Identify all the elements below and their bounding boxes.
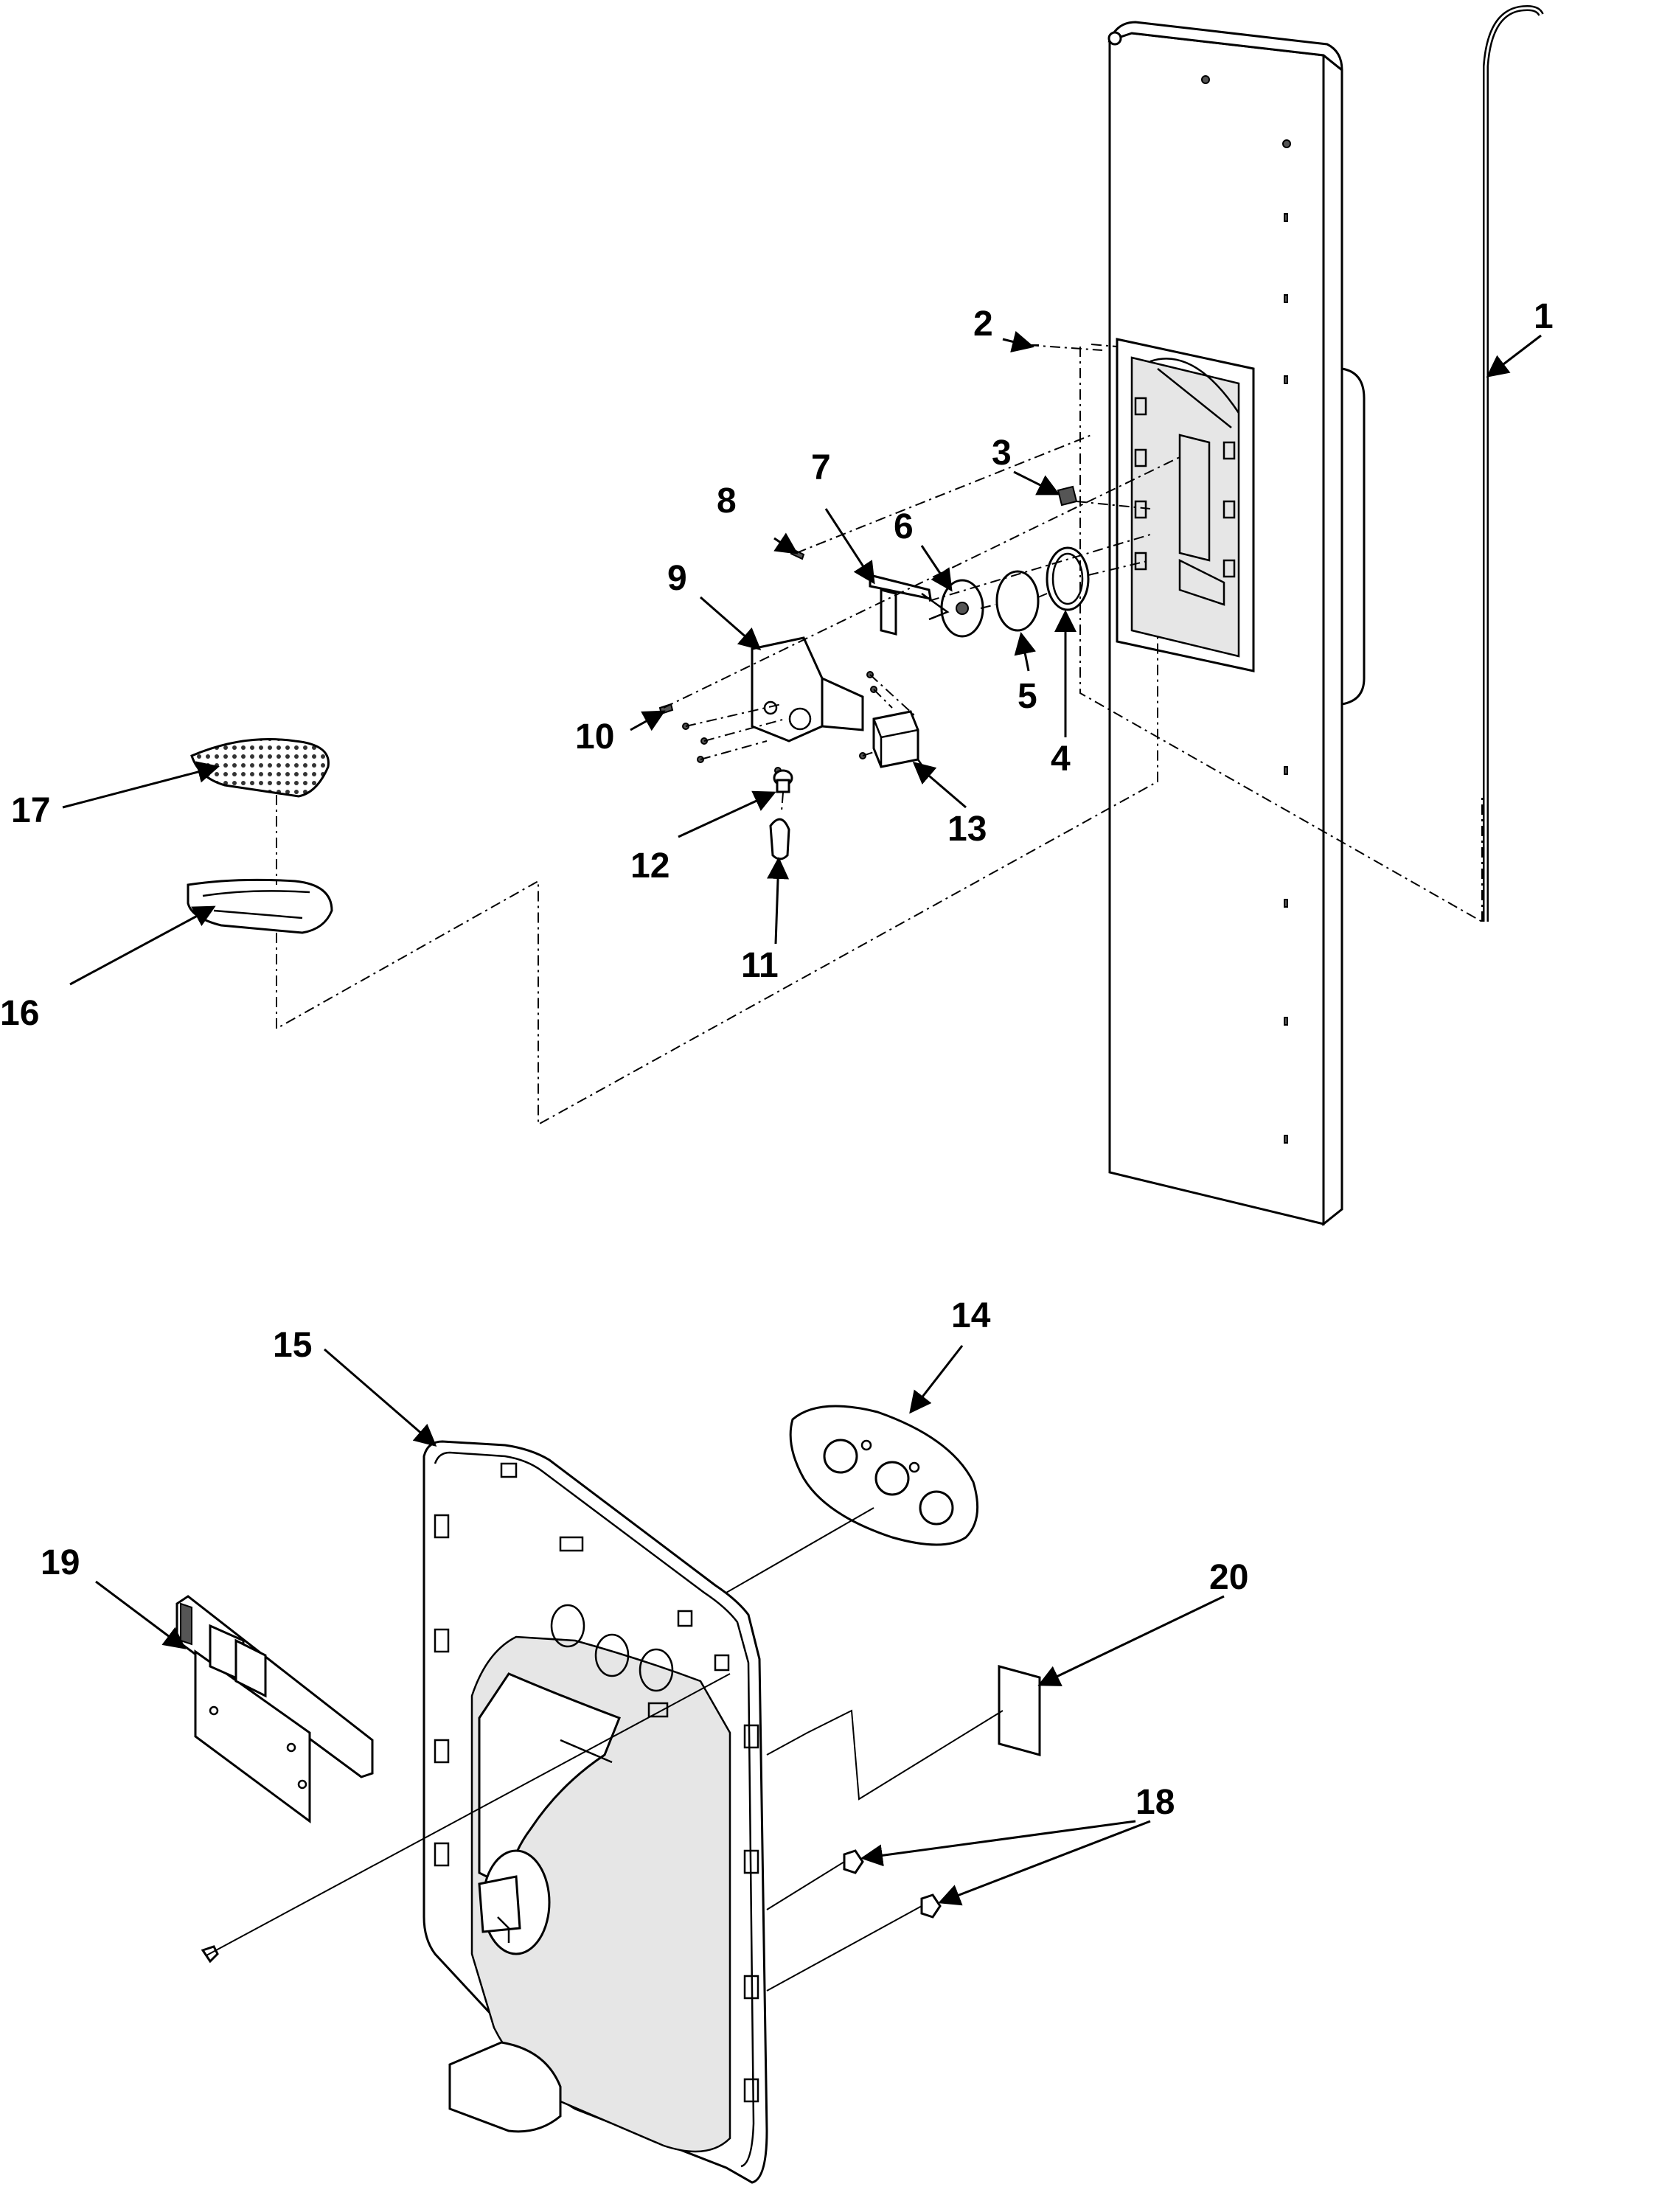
assembly-leaders-lower [206,1507,1004,1992]
callout-4: 4 [1051,740,1071,779]
callout-16: 16 [0,994,39,1033]
callout-12: 12 [630,846,669,886]
door-panel [1107,21,1366,1227]
part-gasket [789,1405,979,1546]
part-ring [1046,546,1090,611]
callout-2: 2 [973,305,993,344]
part-screws-10 [658,671,877,774]
part-solenoid [872,710,927,771]
callout-19: 19 [41,1543,80,1582]
callout-13: 13 [947,810,987,849]
part-light-housing [940,579,984,638]
callout-15: 15 [273,1326,312,1365]
part-bracket [869,574,950,636]
callout-9: 9 [667,559,687,598]
callout-7: 7 [811,448,831,487]
callout-14: 14 [951,1296,991,1335]
callout-11: 11 [741,946,779,985]
callout-labels: 1 2 3 4 5 6 7 8 9 10 11 12 13 14 15 16 1… [0,297,1554,1822]
water-tube [1481,5,1544,922]
callout-17: 17 [11,791,50,830]
part-socket [773,769,793,793]
callout-3: 3 [992,434,1012,473]
part-label [998,1665,1041,1756]
callout-arrows [62,330,1542,1906]
part-lens [995,570,1040,632]
part-drip-tray [187,878,333,934]
callout-1: 1 [1534,297,1554,336]
callout-6: 6 [894,507,914,546]
dispenser-panel [422,1440,768,2184]
part-pad [1057,485,1078,507]
callout-5: 5 [1018,677,1037,716]
callout-20: 20 [1209,1558,1248,1597]
callout-8: 8 [717,481,737,521]
assembly-leaders-upper [276,344,1483,1126]
callout-18: 18 [1135,1783,1175,1822]
part-bulb [769,818,790,860]
part-dispenser-housing [751,636,864,742]
part-control-board [175,1595,374,1823]
callout-10: 10 [575,717,614,757]
